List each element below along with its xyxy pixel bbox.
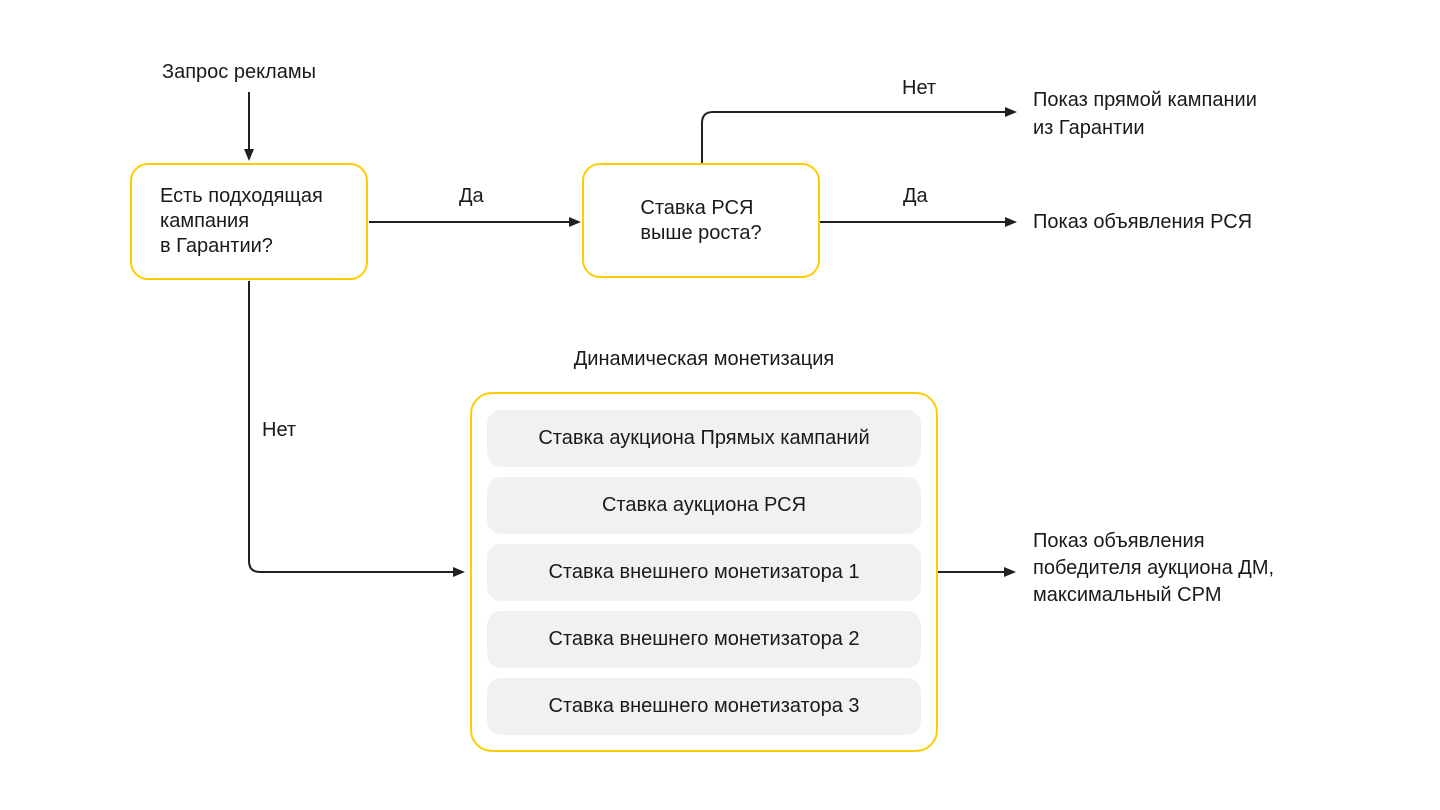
node-rsya-line1: Ставка РСЯ — [640, 196, 754, 219]
start-label: Запрос рекламы — [162, 61, 316, 83]
node-guarantee-question: Есть подходящая кампания в Гарантии? — [130, 163, 368, 280]
dm-group-box: Ставка аукциона Прямых кампаний Ставка а… — [470, 392, 938, 752]
dm-item-rsya-auction-bid: Ставка аукциона РСЯ — [487, 476, 921, 534]
node-guarantee-line2: кампания — [160, 210, 250, 232]
node-rsya-question: Ставка РСЯ выше роста? — [582, 163, 820, 278]
dm-item-external-monetizer-2: Ставка внешнего монетизатора 2 — [487, 610, 921, 668]
node-rsya-text: Ставка РСЯ выше роста? — [640, 196, 761, 246]
output-direct-line1: Показ прямой кампании — [1033, 89, 1257, 111]
edge-label-no-left: Нет — [262, 419, 297, 441]
output-dm-winner: Показ объявления победителя аукциона ДМ,… — [1033, 528, 1274, 609]
dm-item-external-monetizer-1: Ставка внешнего монетизатора 1 — [487, 543, 921, 601]
node-guarantee-line3: в Гарантии? — [160, 235, 273, 257]
output-dm-line2: победителя аукциона ДМ, — [1033, 557, 1275, 579]
node-guarantee-text: Есть подходящая кампания в Гарантии? — [160, 184, 323, 259]
output-direct-line2: из Гарантии — [1033, 117, 1145, 139]
edge-label-no-top: Нет — [902, 77, 937, 99]
output-direct-campaign: Показ прямой кампании из Гарантии — [1033, 86, 1257, 142]
dm-item-direct-auction-bid: Ставка аукциона Прямых кампаний — [487, 409, 921, 467]
node-guarantee-line1: Есть подходящая — [160, 185, 323, 207]
dm-item-external-monetizer-3: Ставка внешнего монетизатора 3 — [487, 677, 921, 735]
edge-label-yes-1: Да — [459, 185, 484, 207]
output-rsya-ad: Показ объявления РСЯ — [1033, 211, 1253, 233]
output-dm-line3: максимальный CPM — [1033, 584, 1222, 606]
arrow-rsya-no-to-direct — [701, 107, 1017, 163]
node-rsya-line2: выше роста? — [640, 221, 762, 244]
arrow-guarantee-no-to-dm — [248, 281, 465, 577]
output-dm-line1: Показ объявления — [1033, 530, 1205, 552]
edge-label-yes-2: Да — [903, 185, 928, 207]
dm-group-title: Динамическая монетизация — [573, 348, 835, 370]
